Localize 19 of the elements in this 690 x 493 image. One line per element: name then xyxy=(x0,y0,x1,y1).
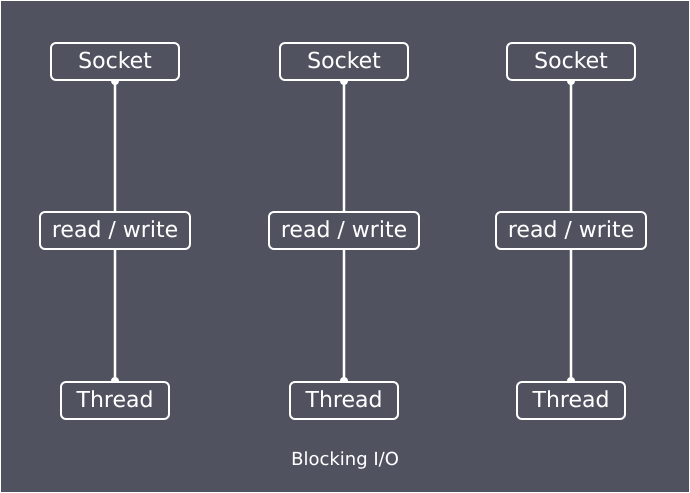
process-box xyxy=(516,381,626,420)
process-box xyxy=(495,211,647,250)
process-box xyxy=(279,42,409,81)
process-box xyxy=(50,42,180,81)
box-label: Socket xyxy=(78,49,152,74)
process-box xyxy=(506,42,636,81)
caption: Blocking I/O xyxy=(290,449,400,470)
process-box xyxy=(268,211,420,250)
box-label: Thread xyxy=(532,388,610,413)
box-label: Thread xyxy=(76,388,154,413)
process-box xyxy=(39,211,191,250)
box-label: read / write xyxy=(508,218,634,243)
process-box xyxy=(60,381,170,420)
box-label: Socket xyxy=(534,49,608,74)
box-label: Thread xyxy=(306,388,382,413)
box-label: Socket xyxy=(307,49,381,74)
process-box xyxy=(289,381,399,420)
box-label: read / write xyxy=(280,218,408,243)
box-label: read / write xyxy=(52,218,178,243)
